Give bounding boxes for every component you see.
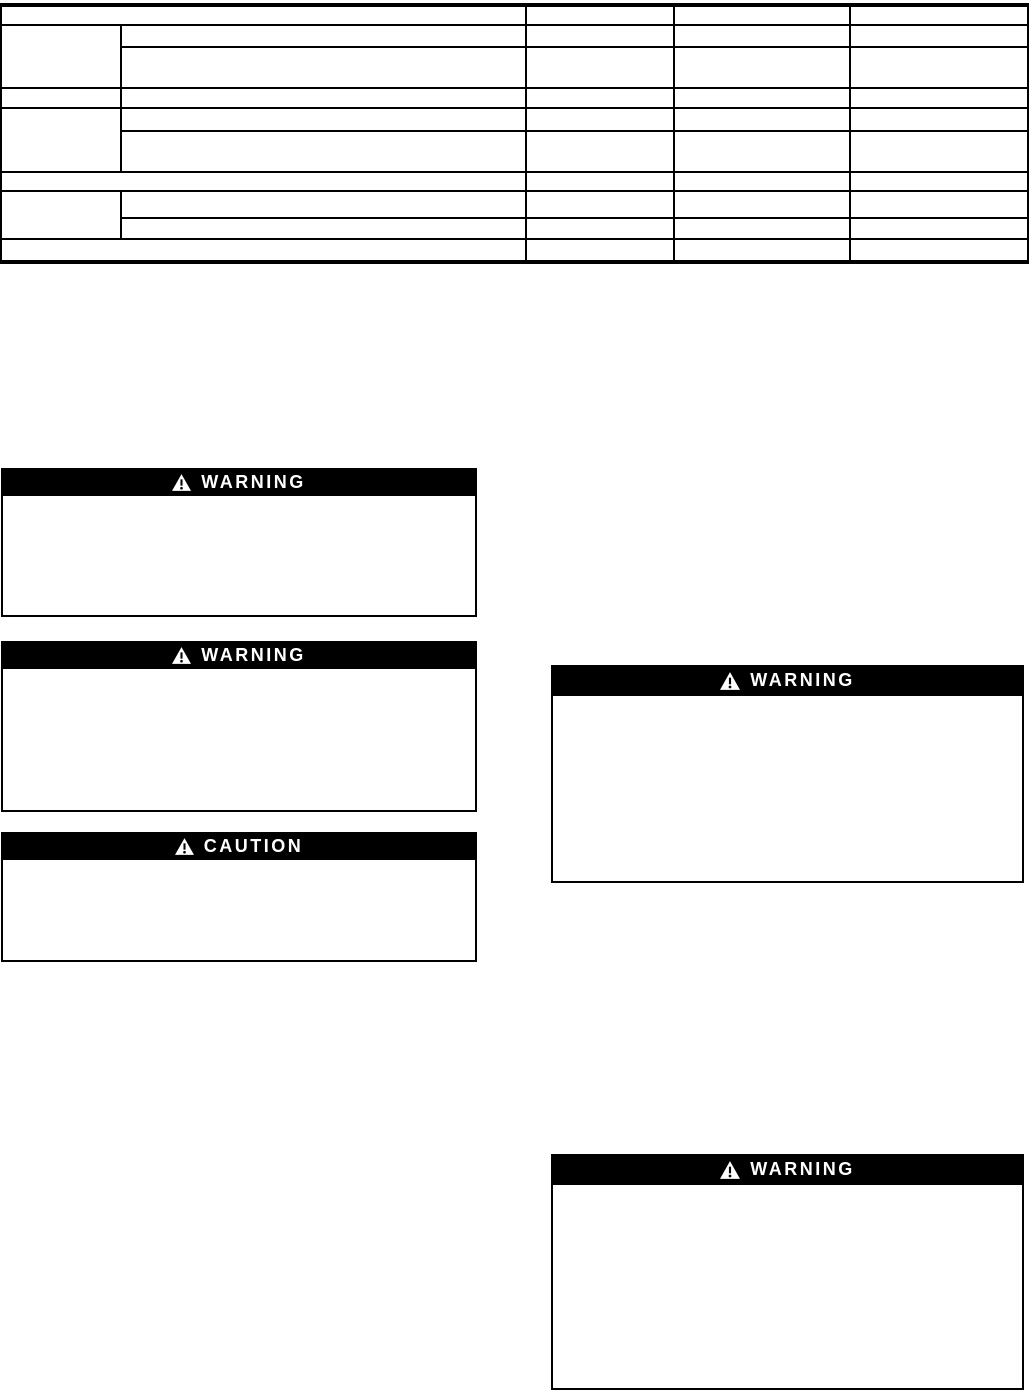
table-row [1,46,1029,89]
warning-box: WARNING [551,1154,1024,1390]
table-cell [120,190,527,219]
table-cell [525,4,675,26]
table-row [0,24,1029,89]
table-cell [849,87,1029,109]
warning-triangle-icon [174,837,194,855]
table-cell [0,87,122,109]
warning-body [1,496,477,617]
table-cell [673,4,851,26]
table-cell [849,171,1029,192]
table-cell [849,107,1029,132]
table-row [0,107,1029,173]
table-cell [849,24,1029,48]
table-cell [525,171,675,192]
warning-triangle-icon [172,473,192,491]
warning-body [1,669,477,812]
table-cell [120,87,527,109]
table-cell [525,87,675,109]
table-row [1,130,1029,173]
table-cell [525,107,675,132]
warning-triangle-icon [172,646,192,664]
table-cell [673,87,851,109]
table-row [0,87,1029,109]
table-cell [120,130,527,173]
table-row [0,4,1029,26]
warning-header-bar: WARNING [1,468,477,496]
table-cell [0,171,527,192]
table-cell [849,190,1029,219]
table-cell [673,190,851,219]
warning-label: WARNING [750,670,855,690]
table-cell [120,107,527,132]
warning-triangle-icon [720,671,741,690]
table-cell [0,4,527,26]
table-cell [673,130,851,173]
table-cell [673,46,851,89]
warning-body [551,1185,1024,1390]
table-cell [525,217,675,240]
warning-header-bar: WARNING [551,665,1024,696]
table-cell [120,24,527,48]
table-cell [849,217,1029,240]
warning-box: WARNING [1,468,477,617]
table-cell [849,238,1029,263]
specification-table [0,3,1029,264]
caution-box: CAUTION [1,832,477,962]
warning-box: WARNING [551,665,1024,883]
table-cell [120,46,527,89]
table-cell [120,217,527,240]
table-cell [673,217,851,240]
table-cell [673,171,851,192]
table-cell [0,190,122,240]
table-row [0,190,1029,240]
table-row [0,171,1029,192]
warning-header-bar: WARNING [551,1154,1024,1185]
warning-header-bar: WARNING [1,641,477,669]
caution-label: CAUTION [203,835,304,856]
table-cell [0,107,122,173]
table-cell [673,107,851,132]
table-cell [849,46,1029,89]
warning-triangle-icon [720,1160,741,1179]
warning-label: WARNING [750,1159,855,1179]
table-cell [525,46,675,89]
table-cell [673,24,851,48]
warning-body [551,696,1024,883]
table-cell [673,238,851,263]
table-cell [525,130,675,173]
table-cell [849,130,1029,173]
caution-header-bar: CAUTION [1,832,477,860]
warning-box: WARNING [1,641,477,812]
caution-body [1,860,477,962]
warning-label: WARNING [201,471,306,492]
table-cell [0,238,527,263]
table-row [0,238,1029,263]
table-row [1,217,1029,240]
warning-label: WARNING [201,644,306,665]
table-cell [525,238,675,263]
table-cell [849,4,1029,26]
table-cell [0,24,122,89]
table-cell [525,190,675,219]
table-cell [525,24,675,48]
